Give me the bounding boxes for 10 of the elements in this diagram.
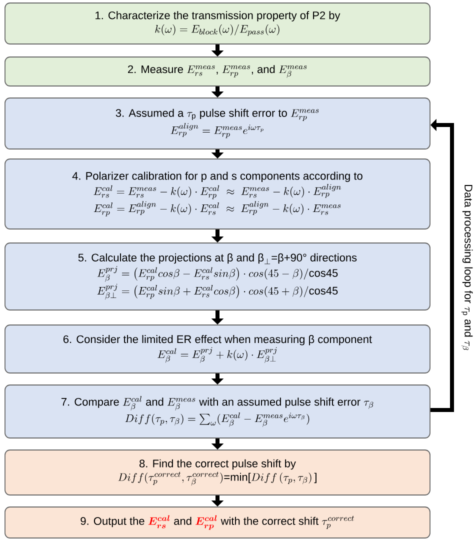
process-box: $\text{9. Output the }{\color{red}\boldsymbol{E_{rs}^{cal}}}\text{ and }{\color{red}\boldsymbol{E_{rp}^{cal}}}\text{ with the correct shift }\tau_p^{correct}$ bbox=[4, 506, 430, 538]
process-box: $\text{3. Assumed a }\tau_{\mathrm{p}}\text{ pulse shift error to }E_{rp}^{meas}$ $E_{rp}^{align}=E_{rp}^{meas}e^{i\omega\tau_p}$ bbox=[4, 98, 430, 150]
process-box: $\text{5. Calculate the projections at β and β}_{\perp}\text{=β+90° directions}$ $E_{\beta}^{prj}=\left(E_{rp}^{cal}cos\beta-E_{rs}^{cal}sin\beta\right)\cdot cos(45-\beta)/\mathrm{cos45}$ $E_{\beta\perp}^{prj}=\left(E_{rp}^{cal}sin\beta+E_{rs}^{cal}cos\beta\right)\cdot cos(45+\beta)/\mathrm{cos45}$ bbox=[4, 242, 430, 310]
edge-label: $\text{Data processing loop for }\tau_{\mathrm{p}}\text{ and }\tau_{\beta}$ bbox=[461, 185, 473, 350]
process-box: $\text{4. Polarizer calibration for p and s components according to}$ $E_{rs}^{cal}=E_{rs}^{meas}-k(\omega)\cdot E_{rp}^{cal}\;\approx\;E_{rs}^{meas}-k(\omega)\cdot E_{rp}^{align}$ $E_{rp}^{cal}=E_{rp}^{align}-k(\omega)\cdot E_{rs}^{cal}\;\approx\;E_{rp}^{align}-k(\omega)\cdot E_{rs}^{meas}$ bbox=[4, 158, 430, 230]
process-box: $\text{1. Characterize the transmission property of P2 by}$ $k(\omega)=E_{block}(\omega)/E_{pass}(\omega)$ bbox=[4, 2, 430, 44]
process-box: $\text{7. Compare }E_{\beta}^{cal}\text{ and }E_{\beta}^{meas}\text{ with an assumed pulse shift error }\tau_{\beta}$ $Diff(\tau_p,\tau_\beta)=\sum_{\omega}(E_{\beta}^{cal}-E_{\beta}^{meas}e^{i\omega\tau_\beta})$ bbox=[4, 384, 430, 438]
process-box: $\text{8. Find the correct pulse shift by}$ $Diff(\tau_p^{correct},\tau_\beta^{correct})\text{=min[}Diff\left(\tau_p,\tau_\beta\right)\text{]}$ bbox=[4, 450, 430, 496]
process-box: $\text{6. Consider the limited ER effect when measuring β component}$ $E_{\beta}^{cal}=E_{\beta}^{prj}+k(\omega)\cdot E_{\beta\perp}^{prj}$ bbox=[4, 324, 430, 374]
process-box: $\text{2. Measure }E_{rs}^{meas}\text{, }E_{rp}^{meas}\text{, and }E_{\beta}^{meas}$ bbox=[4, 56, 430, 86]
